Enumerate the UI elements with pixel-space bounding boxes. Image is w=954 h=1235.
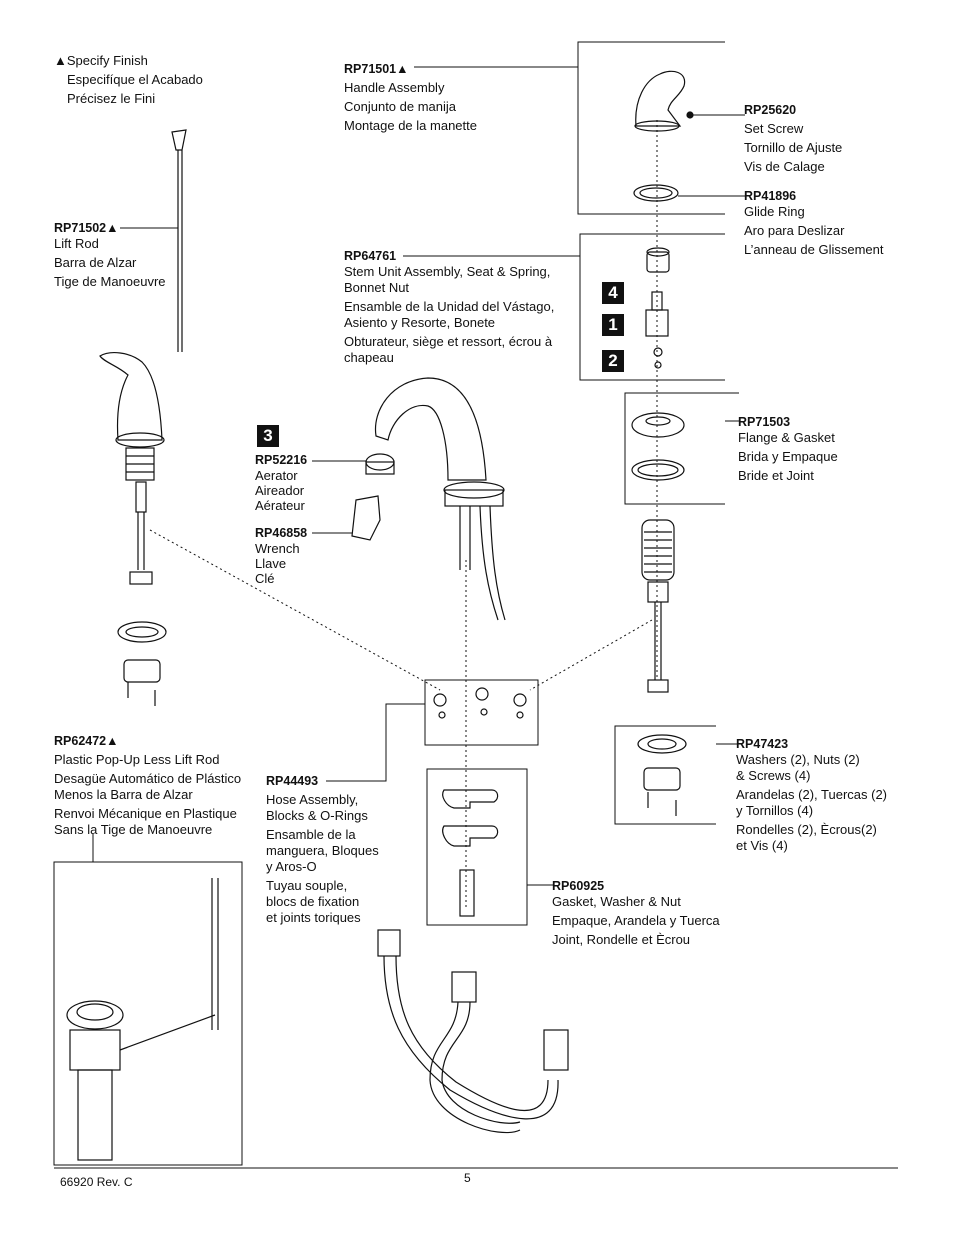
part-desc-es-1: Desagüe Automático de Plástico: [54, 771, 242, 786]
part-number: RP44493: [266, 774, 319, 788]
part-rp62472: RP62472▲ Plastic Pop-Up Less Lift Rod De…: [54, 733, 241, 838]
part-rp44493: RP44493 Hose Assembly, Blocks & O-Rings …: [266, 773, 379, 926]
step-badge-2: 2: [602, 350, 624, 372]
right-handle-shape: [635, 70, 686, 127]
part-desc-en: Gasket, Washer & Nut: [552, 894, 681, 909]
leader-rp44493: [326, 703, 425, 782]
part-desc-en-2: Blocks & O-Rings: [266, 808, 368, 823]
part-number: RP47423: [736, 737, 789, 751]
part-desc-es: Llave: [255, 556, 287, 571]
part-desc-fr: Bride et Joint: [738, 468, 814, 483]
part-number: RP25620: [744, 103, 797, 117]
washer-callout-box: [614, 725, 716, 825]
part-desc-en: Plastic Pop-Up Less Lift Rod: [54, 752, 220, 767]
part-desc-en-1: Stem Unit Assembly, Seat & Spring,: [344, 264, 551, 279]
part-rp71503: RP71503 Flange & Gasket Brida y Empaque …: [738, 414, 838, 484]
part-desc-en: Aerator: [255, 468, 298, 483]
part-desc-en: Handle Assembly: [344, 80, 445, 95]
part-number: RP46858: [255, 526, 308, 540]
part-desc-fr-2: chapeau: [344, 350, 394, 365]
part-desc-es-2: manguera, Bloques: [266, 843, 379, 858]
step-badge-4: 4: [602, 282, 624, 304]
part-number: RP71502▲: [54, 221, 119, 235]
document-number: 66920 Rev. C: [60, 1175, 133, 1189]
step-badge-1: 1: [602, 314, 624, 336]
part-desc-fr-2: Sans la Tige de Manoeuvre: [54, 822, 213, 837]
part-desc-en: Lift Rod: [54, 236, 99, 251]
part-desc-fr: Joint, Rondelle et Ècrou: [552, 932, 691, 947]
part-rp25620: RP25620 Set Screw Tornillo de Ajuste Vis…: [744, 102, 842, 175]
part-rp47423: RP47423 Washers (2), Nuts (2) & Screws (…: [736, 736, 887, 854]
part-rp71502: RP71502▲ Lift Rod Barra de Alzar Tige de…: [54, 220, 166, 290]
part-desc-fr: Vis de Calage: [744, 159, 825, 174]
left-hose-dash: [149, 529, 441, 691]
valve-blocks-box: [424, 679, 539, 746]
part-desc-es: Empaque, Arandela y Tuerca: [552, 913, 720, 928]
part-desc-en-2: & Screws (4): [736, 768, 811, 783]
part-number: RP71501▲: [344, 62, 409, 76]
part-desc-fr-3: et joints toriques: [266, 910, 361, 925]
handle-callout-box: [577, 41, 725, 215]
part-desc-fr: Aérateur: [255, 498, 305, 513]
part-desc-es-2: Menos la Barra de Alzar: [54, 787, 193, 802]
finish-note: ▲Specify Finish Especifíque el Acabado P…: [54, 53, 203, 107]
part-number: RP71503: [738, 415, 791, 429]
part-desc-es-1: Ensamble de la: [266, 827, 356, 842]
part-desc-fr-1: Obturateur, siège et ressort, écrou à: [344, 334, 553, 349]
part-number: RP62472▲: [54, 734, 119, 748]
part-rp41896: RP41896 Glide Ring Aro para Deslizar L’a…: [744, 188, 883, 258]
part-desc-es-3: y Aros-O: [266, 859, 317, 874]
part-rp71501: RP71501▲ Handle Assembly Conjunto de man…: [344, 61, 477, 134]
left-handle-shape: [99, 352, 163, 441]
finish-note-line-1: ▲Specify Finish: [54, 53, 148, 68]
right-hose-dash: [529, 619, 653, 691]
finish-note-line-3: Précisez le Fini: [67, 91, 156, 106]
popup-drain-box: [53, 861, 243, 1166]
part-desc-fr: Tige de Manoeuvre: [54, 274, 166, 289]
part-number: RP52216: [255, 453, 308, 467]
part-rp46858: RP46858 Wrench Llave Clé: [255, 526, 307, 586]
part-desc-fr-2: blocs de fixation: [266, 894, 360, 909]
page-number: 5: [464, 1171, 471, 1185]
part-desc-es: Tornillo de Ajuste: [744, 140, 843, 155]
part-desc-es: Barra de Alzar: [54, 255, 137, 270]
part-desc-es-2: y Tornillos (4): [736, 803, 814, 818]
part-number: RP60925: [552, 879, 605, 893]
part-desc-en: Set Screw: [744, 121, 804, 136]
part-rp52216: RP52216 Aerator Aireador Aérateur: [255, 453, 307, 513]
part-desc-fr: Clé: [255, 571, 275, 586]
part-desc-es-2: Asiento y Resorte, Bonete: [344, 315, 496, 330]
part-desc-es: Aireador: [255, 483, 305, 498]
finish-note-line-2: Especifíque el Acabado: [67, 72, 203, 87]
part-number: RP64761: [344, 249, 397, 263]
part-rp60925: RP60925 Gasket, Washer & Nut Empaque, Ar…: [552, 878, 720, 948]
part-desc-fr: L’anneau de Glissement: [744, 242, 884, 257]
part-desc-es: Aro para Deslizar: [744, 223, 845, 238]
part-desc-en-1: Hose Assembly,: [266, 792, 359, 807]
part-desc-fr: Montage de la manette: [344, 118, 477, 133]
part-desc-es: Conjunto de manija: [344, 99, 457, 114]
part-desc-fr-2: et Vis (4): [736, 838, 788, 853]
flange-callout-box: [624, 392, 739, 505]
part-desc-en: Flange & Gasket: [738, 430, 835, 445]
part-desc-fr-1: Rondelles (2), Ècrous(2): [736, 822, 877, 837]
part-desc-fr-1: Tuyau souple,: [266, 878, 348, 893]
part-number: RP41896: [744, 189, 797, 203]
part-desc-fr-1: Renvoi Mécanique en Plastique: [54, 806, 237, 821]
part-desc-en: Wrench: [255, 541, 300, 556]
part-desc-en-1: Washers (2), Nuts (2): [736, 752, 860, 767]
spout-shape: [374, 377, 487, 481]
part-desc-es: Brida y Empaque: [738, 449, 838, 464]
part-desc-es-1: Arandelas (2), Tuercas (2): [736, 787, 888, 802]
part-desc-en: Glide Ring: [744, 204, 805, 219]
part-rp64761: RP64761 Stem Unit Assembly, Seat & Sprin…: [344, 248, 554, 366]
stem-callout-box: [579, 233, 725, 381]
triangle-icon: ▲: [54, 53, 67, 68]
part-desc-es-1: Ensamble de la Unidad del Vástago,: [344, 299, 555, 314]
gasket-box: [426, 768, 528, 926]
step-badge-3: 3: [257, 425, 279, 447]
part-desc-en-2: Bonnet Nut: [344, 280, 410, 295]
